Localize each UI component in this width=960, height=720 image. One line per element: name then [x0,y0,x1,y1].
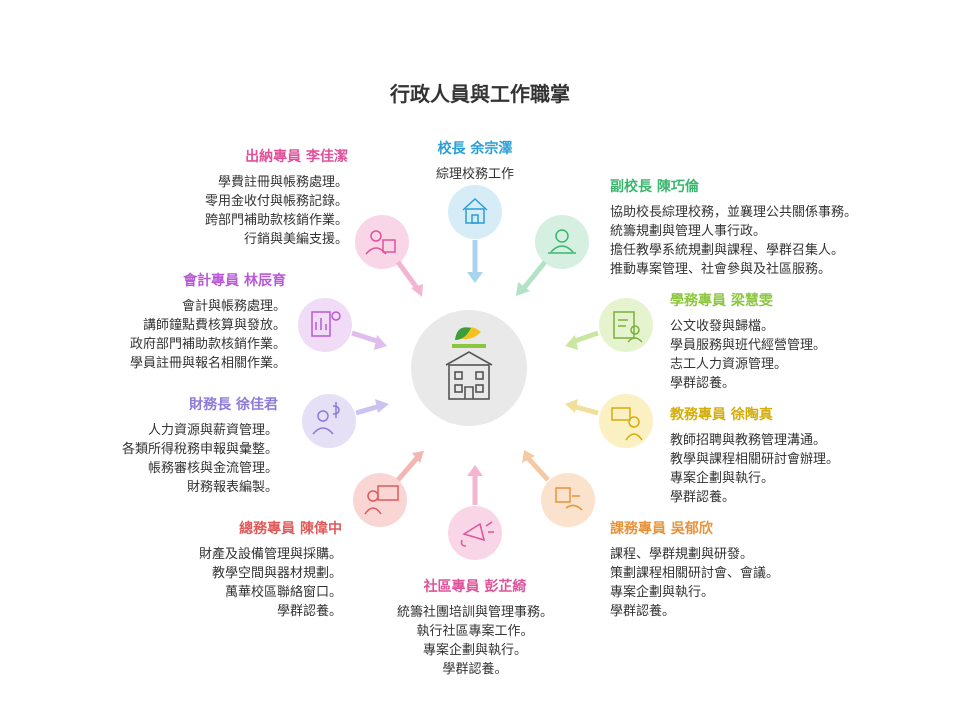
duty: 專案企劃與執行。 [610,585,715,600]
spoke-principal [448,185,502,283]
duty: 學員服務與班代經營管理。 [670,338,827,353]
spoke-general [353,451,424,527]
cashier-person-icon [365,230,396,255]
duty: 課程、學群規劃與研發。 [610,547,754,562]
duty: 協助校長綜理校務，並襄理公共關係事務。 [610,205,858,220]
spoke-cashier [355,215,423,297]
duty: 跨部門補助款核銷作業。 [204,213,348,228]
duty: 策劃課程相關研討會、會議。 [610,566,780,581]
spoke-academic [565,394,653,448]
role-name: 副校長 陳巧倫 [610,179,699,195]
spoke-accounting [298,298,387,352]
duty: 志工人力資源管理。 [670,357,788,372]
finance-person-icon [312,402,340,435]
role-cashier: 出納專員 李佳潔 學費註冊與帳務處理。 零用金收付與帳務記錄。 跨部門補助款核銷… [130,148,348,249]
duty: 帳務審核與金流管理。 [147,461,278,476]
role-general: 總務專員 陳偉中 財產及設備管理與採購。 教學空間與器材規劃。 萬華校區聯絡窗口… [120,520,342,621]
duty: 會計與帳務處理。 [181,299,286,314]
duty: 統籌社團培訓與管理事務。 [396,605,553,620]
spoke-finance [302,394,389,448]
teacher-board-icon [611,407,643,441]
role-name: 社區專員 彭芷綺 [423,579,527,595]
duty: 教學空間與器材規劃。 [211,566,342,581]
role-principal: 校長 余宗澤 綜理校務工作 [395,140,555,184]
megaphone-icon [460,521,494,547]
role-name: 會計專員 林辰育 [183,273,286,289]
role-academic: 教務專員 徐陶真 教師招聘與教務管理溝通。 教學與課程相關研討會辦理。 專案企劃… [670,406,839,507]
house-icon [462,197,488,224]
school-logo-building-icon [445,327,493,400]
person-at-desk-icon [548,229,576,254]
role-accounting: 會計專員 林辰育 會計與帳務處理。 講師鐘點費核算與發放。 政府部門補助款核銷作… [60,272,286,373]
duty: 人力資源與薪資管理。 [147,423,278,438]
duty: 擔任教學系統規劃與課程、學群召集人。 [610,243,845,258]
role-name: 學務專員 梁慧雯 [670,293,773,309]
chart-presenter-icon [311,311,341,337]
duty: 教師招聘與教務管理溝通。 [670,433,827,448]
duty: 學群認養。 [442,662,508,677]
duty: 學群認養。 [670,490,736,505]
center-circle [411,310,527,426]
role-finance: 財務長 徐佳君 人力資源與薪資管理。 各類所得稅務申報與彙整。 帳務審核與金流管… [60,396,278,497]
duty: 零用金收付與帳務記錄。 [204,194,348,209]
role-student: 學務專員 梁慧雯 公文收發與歸檔。 學員服務與班代經營管理。 志工人力資源管理。… [670,292,826,393]
spoke-community [448,465,502,560]
spoke-vice [516,215,589,296]
duty: 公文收發與歸檔。 [670,319,775,334]
duty: 教學與課程相關研討會辦理。 [670,452,840,467]
role-name: 總務專員 陳偉中 [239,521,342,537]
role-name: 財務長 徐佳君 [189,397,278,413]
spoke-curriculum [522,450,595,527]
duty: 行銷與美編支援。 [243,232,348,247]
duty: 推動專案管理、社會參與及社區服務。 [610,262,832,277]
duty: 財務報表編製。 [186,480,278,495]
spoke-student [565,298,653,352]
role-community: 社區專員 彭芷綺 統籌社團培訓與管理事務。 執行社區專案工作。 專案企劃與執行。… [365,578,585,679]
duty: 財產及設備管理與採購。 [198,547,342,562]
role-curriculum: 課務專員 吳郁欣 課程、學群規劃與研發。 策劃課程相關研討會、會議。 專案企劃與… [610,520,779,621]
role-vice: 副校長 陳巧倫 協助校長綜理校務，並襄理公共關係事務。 統籌規劃與管理人事行政。… [610,178,857,279]
duty: 學群認養。 [276,604,342,619]
duty: 學群認養。 [670,376,736,391]
role-name: 校長 余宗澤 [437,141,513,157]
clipboard-person-icon [613,311,643,343]
duty: 萬華校區聯絡窗口。 [224,585,342,600]
duty: 講師鐘點費核算與發放。 [142,318,286,333]
duty: 學群認養。 [610,604,676,619]
duty: 綜理校務工作 [435,167,514,182]
duty: 專案企劃與執行。 [422,643,527,658]
duty: 專案企劃與執行。 [670,471,775,486]
page-title: 行政人員與工作職掌 [390,82,570,106]
role-name: 出納專員 李佳潔 [245,149,348,165]
duty: 學員註冊與報名相關作業。 [129,356,286,371]
role-name: 課務專員 吳郁欣 [610,521,713,537]
person-board-icon [364,485,399,515]
duty: 各類所得稅務申報與彙整。 [121,442,278,457]
duty: 統籌規劃與管理人事行政。 [610,224,767,239]
duty: 學費註冊與帳務處理。 [217,175,348,190]
duty: 政府部門補助款核銷作業。 [129,337,286,352]
role-name: 教務專員 徐陶真 [670,407,773,423]
duty: 執行社區專案工作。 [416,624,534,639]
handshake-box-icon [555,487,583,511]
